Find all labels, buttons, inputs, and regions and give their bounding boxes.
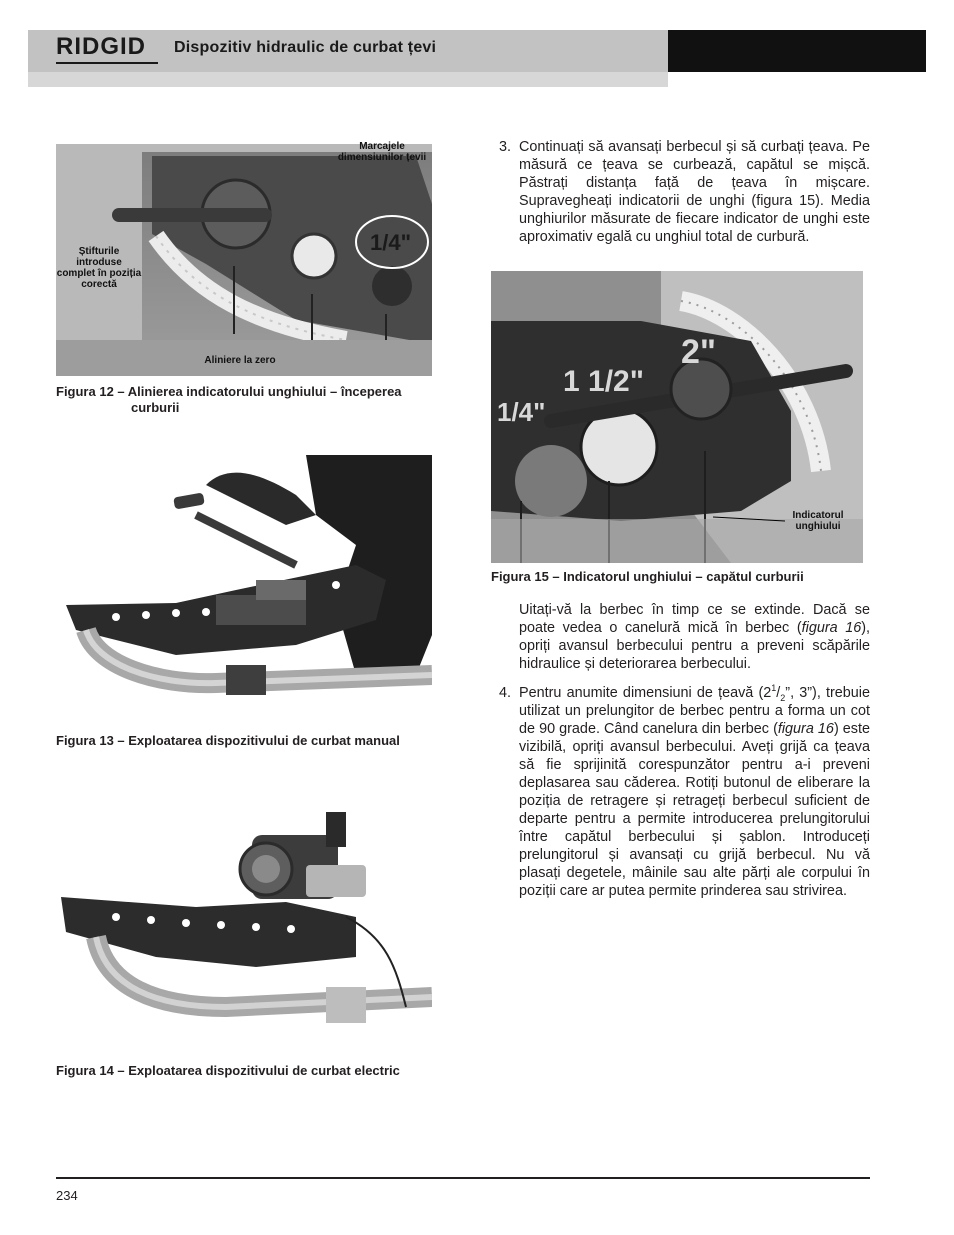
step-4-text-a: Pentru anumite dimensiuni de țeavă (2 bbox=[519, 685, 772, 701]
header-black-block bbox=[668, 30, 926, 72]
fig15-label-quarter: 1/4" bbox=[497, 397, 545, 427]
step-4-figure-ref: figura 16 bbox=[777, 721, 834, 737]
figure-14-photo bbox=[56, 807, 432, 1028]
fig15-label-two: 2" bbox=[681, 333, 716, 371]
figure-13-caption: Figura 13 – Exploatarea dispozitivului d… bbox=[56, 733, 400, 748]
header-bar bbox=[28, 30, 668, 72]
figure-12-caption-line2: curburii bbox=[131, 400, 180, 415]
step-4-number: 4. bbox=[499, 685, 512, 701]
step-4-text-c: ) este vizibilă, opriți avansul berbecul… bbox=[519, 721, 870, 899]
fig12-callout-marks-text: Marcajele dimensiunilor țevii bbox=[337, 141, 427, 163]
step-3-number: 3. bbox=[499, 139, 512, 155]
fig12-callout-zero: Aliniere la zero bbox=[204, 355, 276, 366]
fig12-size-label: 1/4" bbox=[370, 230, 411, 255]
step-4-text-b: ”, 3”), trebuie utilizat un prelungitor … bbox=[519, 685, 870, 737]
figure-13-photo bbox=[56, 455, 432, 698]
figure-15-caption: Figura 15 – Indicatorul unghiului – capă… bbox=[491, 569, 804, 584]
logo-underline bbox=[56, 62, 158, 64]
figure-12-caption-line1: Figura 12 – Alinierea indicatorului ungh… bbox=[56, 384, 402, 399]
figure-15-photo: 1/4" 1 1/2" 2" bbox=[491, 271, 863, 563]
footer-rule bbox=[56, 1177, 870, 1179]
fig15-label-one-half: 1 1/2" bbox=[563, 365, 644, 398]
fig12-callout-pins-text: Știfturile introduse complet în poziția … bbox=[56, 246, 142, 290]
figure-12-caption: Figura 12 – Alinierea indicatorului ungh… bbox=[56, 384, 436, 416]
step-4-sub: 2 bbox=[780, 692, 786, 703]
header-underline-strip bbox=[28, 72, 668, 87]
fig12-callout-pins: Știfturile introduse complet în poziția … bbox=[56, 246, 142, 290]
step-4-text: Pentru anumite dimensiuni de țeavă (21/2… bbox=[519, 683, 870, 899]
step-4-sup: 1 bbox=[771, 683, 777, 694]
note-paragraph: Uitați-vă la berbec în timp ce se extind… bbox=[519, 601, 870, 673]
fig15-callout-indicator-text: Indicatorul unghiului bbox=[792, 510, 844, 532]
ridgid-logo: RIDGID bbox=[56, 33, 146, 60]
figure-12-photo: 1/4" bbox=[56, 144, 432, 376]
page-number: 234 bbox=[56, 1188, 78, 1203]
fig12-callout-marks: Marcajele dimensiunilor țevii bbox=[326, 141, 438, 163]
header-title: Dispozitiv hidraulic de curbat țevi bbox=[174, 39, 437, 56]
figure-14-caption: Figura 14 – Exploatarea dispozitivului d… bbox=[56, 1063, 400, 1078]
note-text-post: ), opriți avansul berbecului pentru a pr… bbox=[519, 620, 870, 672]
note-figure-ref: figura 16 bbox=[801, 620, 862, 636]
fig15-callout-indicator: Indicatorul unghiului bbox=[775, 510, 861, 532]
step-3-text: Continuați să avansați berbecul și să cu… bbox=[519, 139, 870, 245]
note-text-pre: Uitați-vă la berbec în timp ce se extind… bbox=[519, 602, 870, 636]
